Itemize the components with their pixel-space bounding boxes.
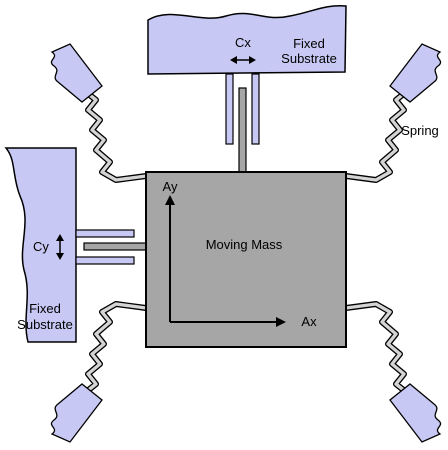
fixed-substrate-left-label-line2: Substrate bbox=[17, 317, 73, 332]
anchor-bottom-right bbox=[389, 383, 442, 443]
fixed-substrate-left-label-line1: Fixed bbox=[29, 301, 61, 316]
spring-bottom-left bbox=[84, 301, 147, 395]
spring-top-left bbox=[84, 89, 147, 183]
ax-label: Ax bbox=[301, 314, 317, 329]
left-moving-finger bbox=[83, 242, 149, 251]
anchor-top-left bbox=[50, 43, 103, 103]
spring-bottom-right bbox=[345, 301, 408, 395]
left-fixed-finger-top bbox=[75, 229, 135, 238]
anchor-bottom-left bbox=[50, 383, 103, 443]
fixed-substrate-top-label-line1: Fixed bbox=[293, 36, 325, 51]
top-fixed-substrate bbox=[147, 4, 347, 75]
moving-mass bbox=[145, 171, 347, 348]
left-fixed-finger-bottom bbox=[75, 256, 135, 265]
cx-label: Cx bbox=[235, 35, 251, 50]
cy-arrow-bottom-head bbox=[56, 253, 64, 260]
moving-mass-label: Moving Mass bbox=[206, 237, 283, 252]
ay-label: Ay bbox=[163, 179, 178, 194]
top-fixed-finger-left bbox=[225, 73, 234, 145]
left-fixed-substrate bbox=[4, 147, 77, 343]
cy-label: Cy bbox=[33, 239, 49, 254]
fixed-substrate-top-label-line2: Substrate bbox=[281, 51, 337, 66]
cx-arrow-right-head bbox=[249, 56, 256, 64]
cy-arrow-top-head bbox=[56, 234, 64, 241]
spring-top-right bbox=[345, 89, 408, 183]
anchor-top-right bbox=[389, 43, 442, 103]
spring-label: Spring bbox=[401, 123, 439, 138]
cx-arrow-left-head bbox=[230, 56, 237, 64]
top-moving-finger bbox=[238, 87, 247, 175]
top-fixed-finger-right bbox=[251, 73, 260, 145]
